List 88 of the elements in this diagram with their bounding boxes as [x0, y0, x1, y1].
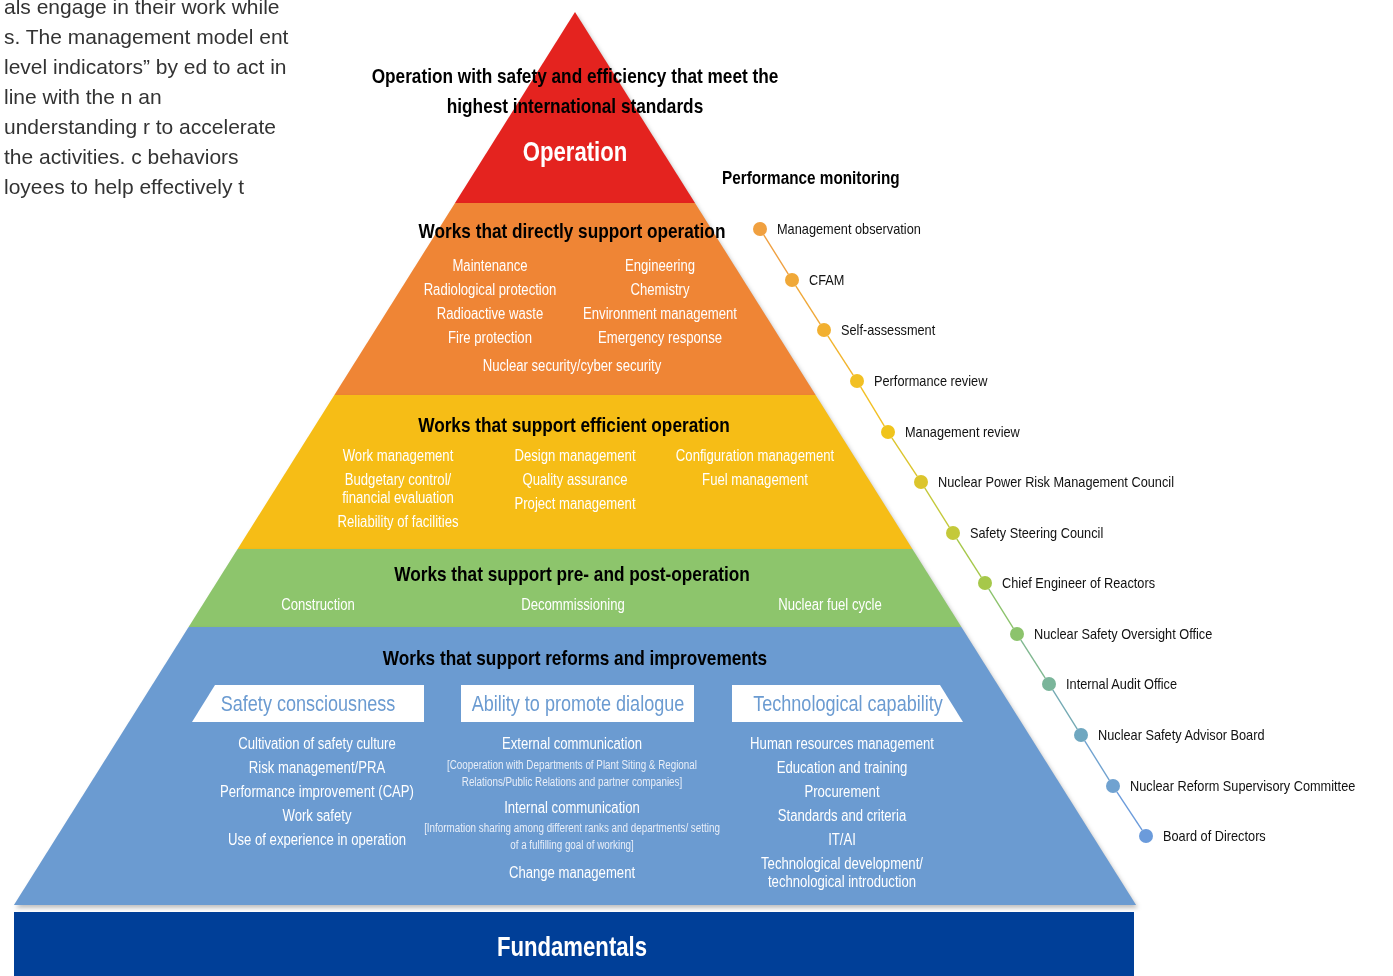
item-text: Work safety	[282, 807, 352, 826]
category-label: Technological capability	[752, 691, 943, 717]
connector-line	[763, 234, 789, 275]
tier-item: Operation	[522, 137, 628, 169]
tier-item: Environment management	[583, 305, 737, 324]
dot-label: Self-assessment	[841, 321, 936, 338]
timeline-dot	[914, 475, 928, 489]
connector-line	[1084, 740, 1110, 781]
dot-label: Nuclear Safety Advisor Board	[1098, 726, 1265, 743]
tier-item: Emergency response	[598, 329, 722, 348]
dot-label: Board of Directors	[1163, 827, 1266, 844]
timeline-dot	[1042, 677, 1056, 691]
item-text: Education and training	[776, 759, 908, 778]
dot-label: Internal Audit Office	[1066, 675, 1178, 692]
tier-item: Chemistry	[630, 281, 690, 300]
connector-line	[859, 386, 886, 427]
connector-line	[827, 335, 854, 376]
timeline-dot	[1106, 779, 1120, 793]
item-text: Internal communication	[504, 799, 640, 818]
tier-item: Radioactive waste	[436, 305, 544, 324]
note-text: [Cooperation with Departments of Plant Siting & Regional Relations/Public Relations and partner companies]	[446, 757, 698, 791]
tier-item: Construction	[281, 596, 355, 615]
dot-label: Safety Steering Council	[970, 524, 1104, 541]
category-tag	[732, 685, 963, 722]
tier-item: Maintenance	[452, 257, 528, 276]
timeline-dot	[785, 273, 799, 287]
timeline-dot	[946, 526, 960, 540]
section-heading: Performance monitoring	[722, 168, 900, 189]
dot-label: Nuclear Safety Oversight Office	[1034, 625, 1213, 642]
timeline-dot	[1010, 627, 1024, 641]
tier-item: Fuel management	[702, 471, 808, 490]
tier-item: Budgetary control/ financial evaluation	[341, 471, 455, 507]
timeline-dot	[978, 576, 992, 590]
connector-line	[1052, 689, 1078, 730]
item-text: Technological development/ technological introduction	[760, 855, 924, 891]
timeline-dot	[753, 222, 767, 236]
tier-heading: Works that support pre- and post-operation	[394, 562, 750, 587]
connector-line	[891, 437, 918, 477]
note-text: [Information sharing among different ranks and departments/ setting of a fulfilling goal of working]	[423, 820, 721, 854]
tier-heading: Works that support reforms and improvements	[382, 646, 768, 671]
item-text: Performance improvement (CAP)	[220, 783, 414, 802]
connector-line	[988, 588, 1014, 629]
connector-line	[1116, 791, 1143, 831]
tier-item: Quality assurance	[522, 471, 628, 490]
tier-item: Decommissioning	[521, 596, 625, 615]
dot-label: Chief Engineer of Reactors	[1002, 574, 1156, 591]
tier-item: Work management	[342, 447, 454, 466]
timeline-dot	[1074, 728, 1088, 742]
tier-item: Configuration management	[675, 447, 835, 466]
timeline-dot	[1139, 829, 1153, 843]
dot-label: CFAM	[809, 271, 845, 288]
category-label: Safety consciousness	[220, 691, 396, 717]
item-text: Use of experience in operation	[228, 831, 406, 850]
tier-item: Engineering	[625, 257, 695, 276]
connector-line	[956, 538, 982, 578]
timeline-dot	[881, 425, 895, 439]
dot-label: Management observation	[777, 220, 921, 237]
tier-item: Nuclear fuel cycle	[778, 596, 882, 615]
dot-label: Nuclear Reform Supervisory Committee	[1130, 777, 1356, 794]
item-text: Risk management/PRA	[248, 759, 386, 778]
pyramid-tier	[188, 549, 962, 627]
category-label: Ability to promote dialogue	[471, 691, 684, 717]
connector-line	[795, 285, 821, 325]
category-tag	[461, 685, 694, 722]
tier-item: Design management	[514, 447, 636, 466]
item-text: Human resources management	[750, 735, 934, 754]
connector-line	[1020, 639, 1046, 679]
item-text: Change management	[508, 864, 636, 883]
item-text: Standards and criteria	[777, 807, 907, 826]
tier-heading: Works that support efficient operation	[418, 413, 730, 438]
item-text: External communication	[502, 735, 642, 754]
item-text: IT/AI	[828, 831, 856, 850]
category-tag	[192, 685, 424, 722]
dot-label: Nuclear Power Risk Management Council	[938, 473, 1174, 490]
connector-line	[924, 487, 950, 528]
foundation-bar	[14, 912, 1134, 976]
tier-item: Fire protection	[448, 329, 532, 348]
item-text: Procurement	[804, 783, 880, 802]
tier-item: Reliability of facilities	[337, 513, 459, 532]
tier-item: Project management	[514, 495, 636, 514]
foundation-label: Fundamentals	[496, 932, 648, 964]
timeline-dot	[817, 323, 831, 337]
dot-label: Management review	[905, 423, 1020, 440]
dot-label: Performance review	[874, 372, 988, 389]
tier-item: Radiological protection	[423, 281, 557, 300]
timeline-dot	[850, 374, 864, 388]
item-text: Cultivation of safety culture	[238, 735, 396, 754]
tier-item: Nuclear security/cyber security	[482, 357, 662, 376]
